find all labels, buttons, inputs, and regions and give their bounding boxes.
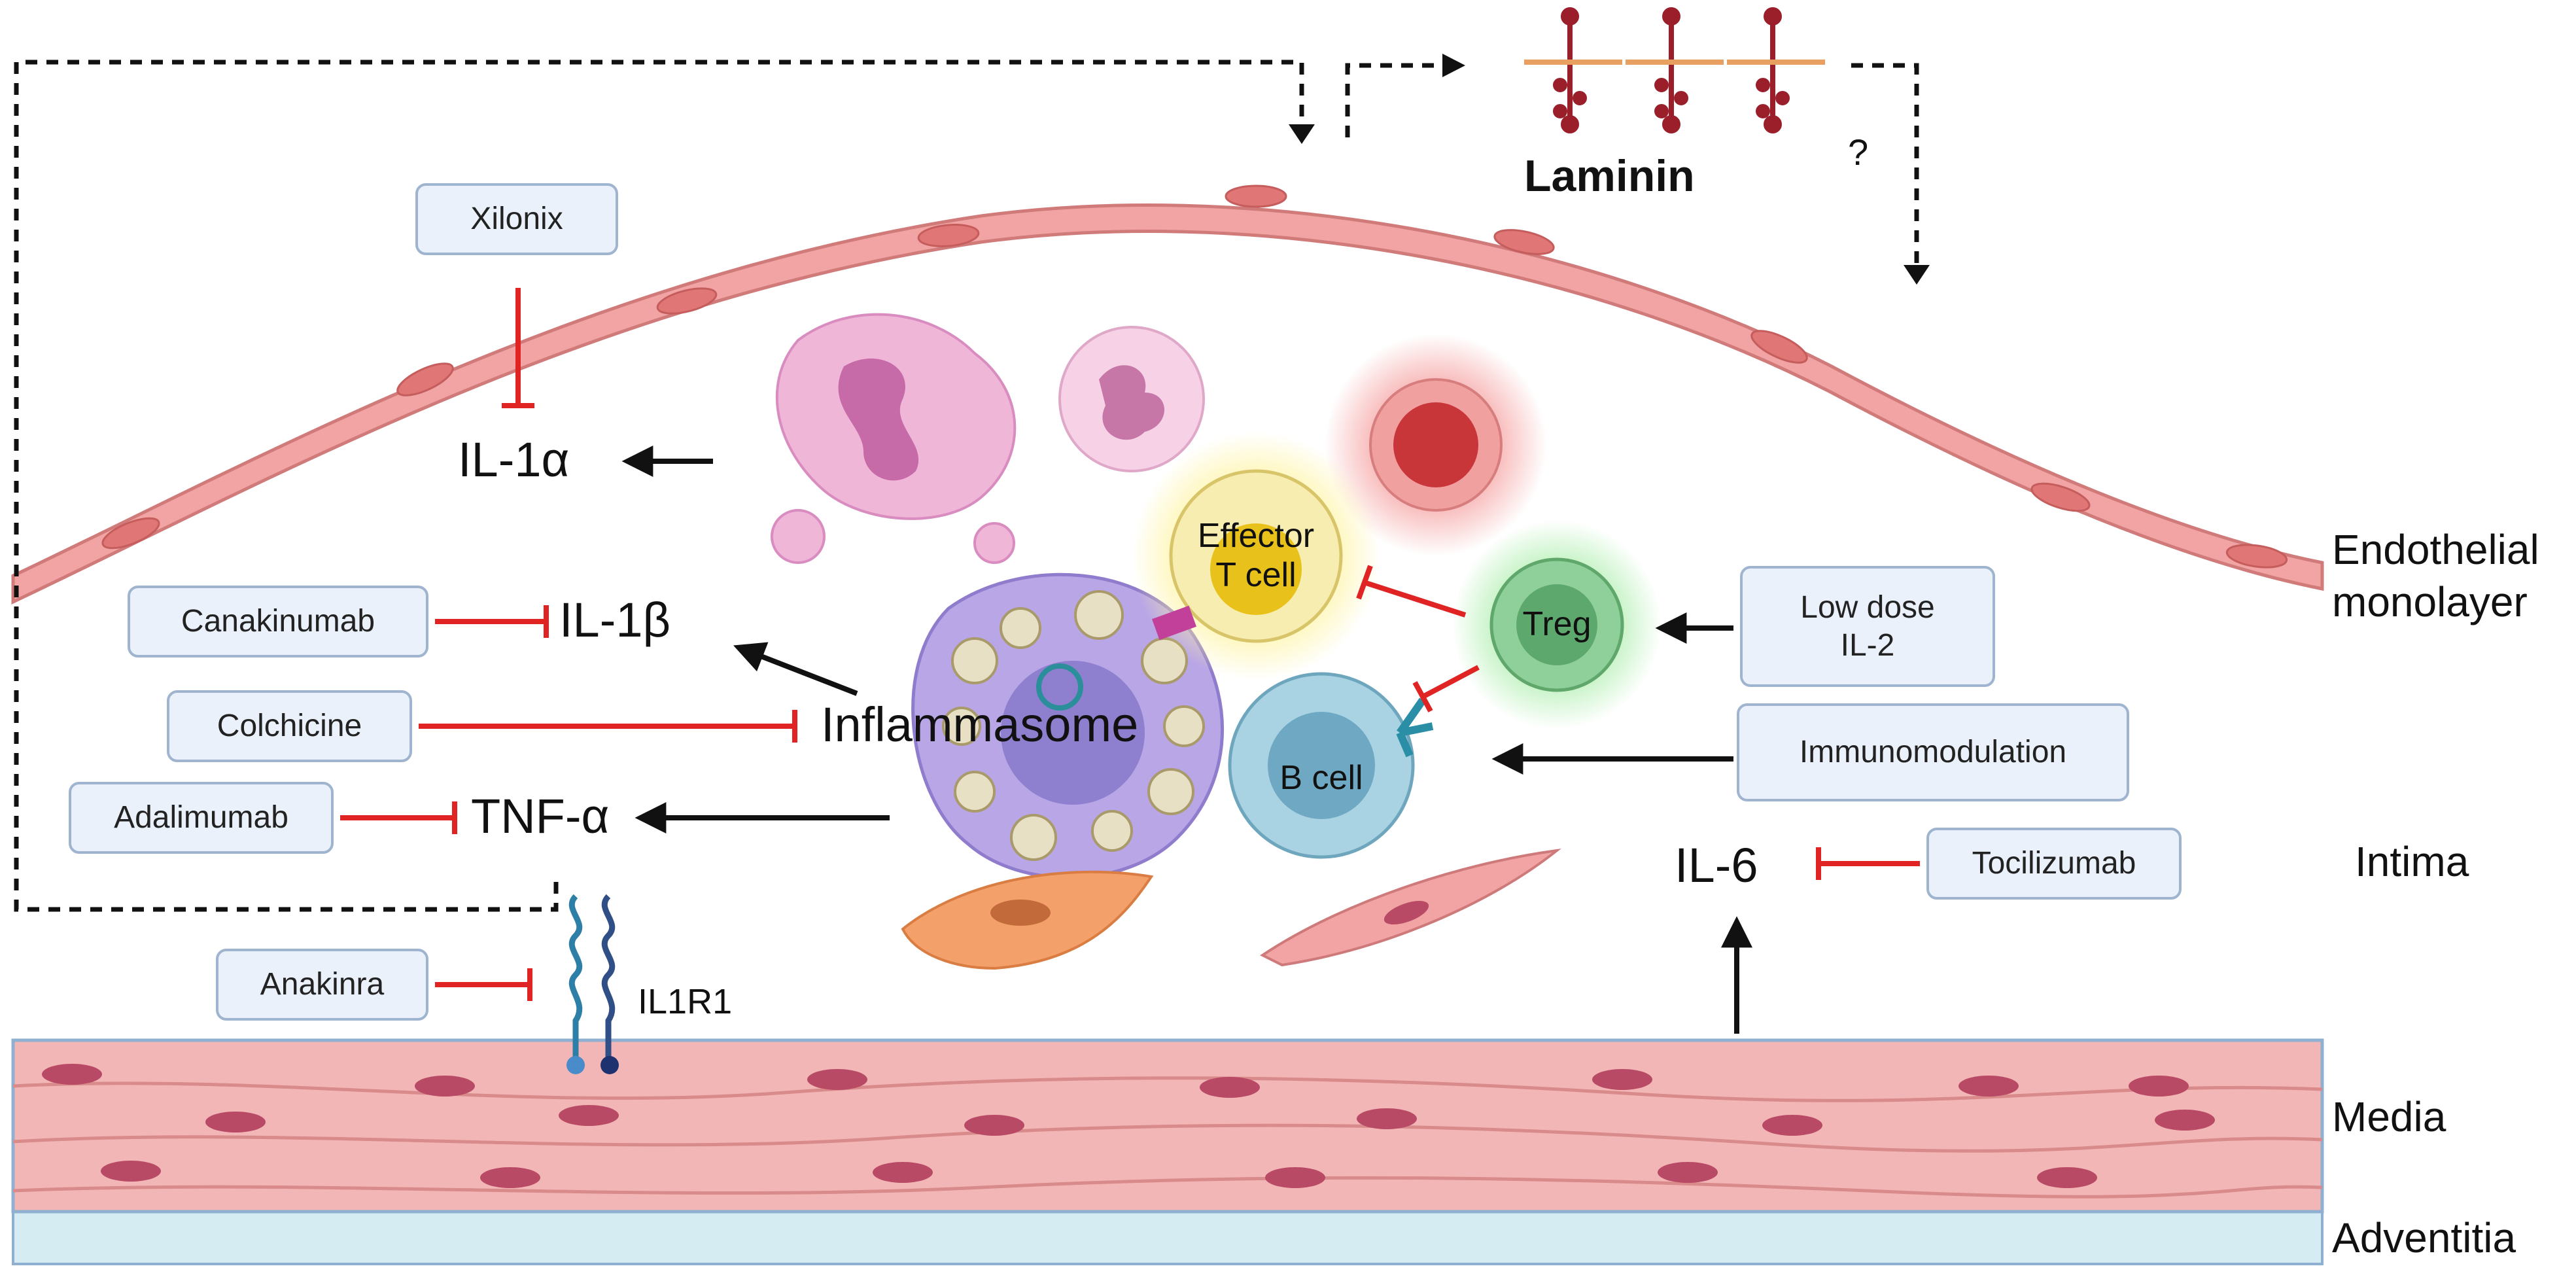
il6-label: IL-6 [1675,838,1758,892]
inhibit-colchicine [419,710,797,743]
adventitia-layer [12,1210,2324,1265]
low-dose-il2-box: Low dose IL-2 [1740,566,1995,687]
smooth-muscle-cell-icon [901,870,1154,970]
anakinra-box: Anakinra [216,949,428,1021]
laminin-label: Laminin [1524,151,1695,201]
adventitia-label: Adventitia [2332,1214,2516,1261]
inhibit-anakinra [435,968,532,1001]
endothelial-monolayer [11,184,2324,605]
dashed-arrowhead-down-right [1904,265,1930,285]
immunomodulation-box: Immunomodulation [1737,703,2129,801]
inhibit-treg-to-bcell [1412,665,1480,712]
treg-label: Treg [1522,605,1592,643]
media-layer [11,1038,2324,1214]
neutrophil-icon [771,313,1017,564]
xilonix-box: Xilonix [415,183,618,255]
arrow-to-il1b [733,642,858,696]
il1a-label: IL-1α [458,432,570,487]
media-label: Media [2332,1093,2446,1140]
inhibit-adalimumab [340,801,457,834]
effector-t-cell-label: Effector T cell [1197,517,1315,594]
il1b-label: IL-1β [559,593,671,647]
il1r1-label: IL1R1 [638,982,733,1021]
inhibit-canakinumab [435,605,549,638]
red-cell-icon [1325,334,1547,556]
inhibit-xilonix [502,288,534,408]
adalimumab-box: Adalimumab [69,782,334,854]
b-cell-label: B cell [1279,759,1363,797]
treg-icon [1452,520,1662,729]
laminin-icon [1524,7,1825,133]
dashed-arrowhead-down-left [1289,124,1315,144]
neutrophil-small-icon [1058,326,1205,472]
activation-arrows [621,446,1752,1034]
inflammasome-label: Inflammasome [821,697,1139,752]
effector-t-cell-icon [1132,432,1380,680]
b-cell-icon [1228,672,1434,859]
tocilizumab-box: Tocilizumab [1926,828,2182,900]
question-mark: ? [1848,132,1869,173]
inhibit-tocilizumab [1816,847,1920,880]
canakinumab-box: Canakinumab [128,586,428,658]
macrophage-icon [911,572,1225,879]
dashed-arrowhead-right [1442,54,1465,77]
dashed-feedback-arrows [14,60,1919,912]
inhibit-treg-to-teff [1356,565,1467,618]
intima-label: Intima [2355,838,2469,885]
tnfa-label: TNF-α [471,789,610,843]
il1r1-receptor-icon [566,894,619,1074]
inhibition-lines [340,288,1920,1001]
colchicine-box: Colchicine [167,690,412,762]
elongated-cell-icon [1260,849,1561,967]
endothelial-monolayer-label: Endothelial monolayer [2332,526,2539,625]
